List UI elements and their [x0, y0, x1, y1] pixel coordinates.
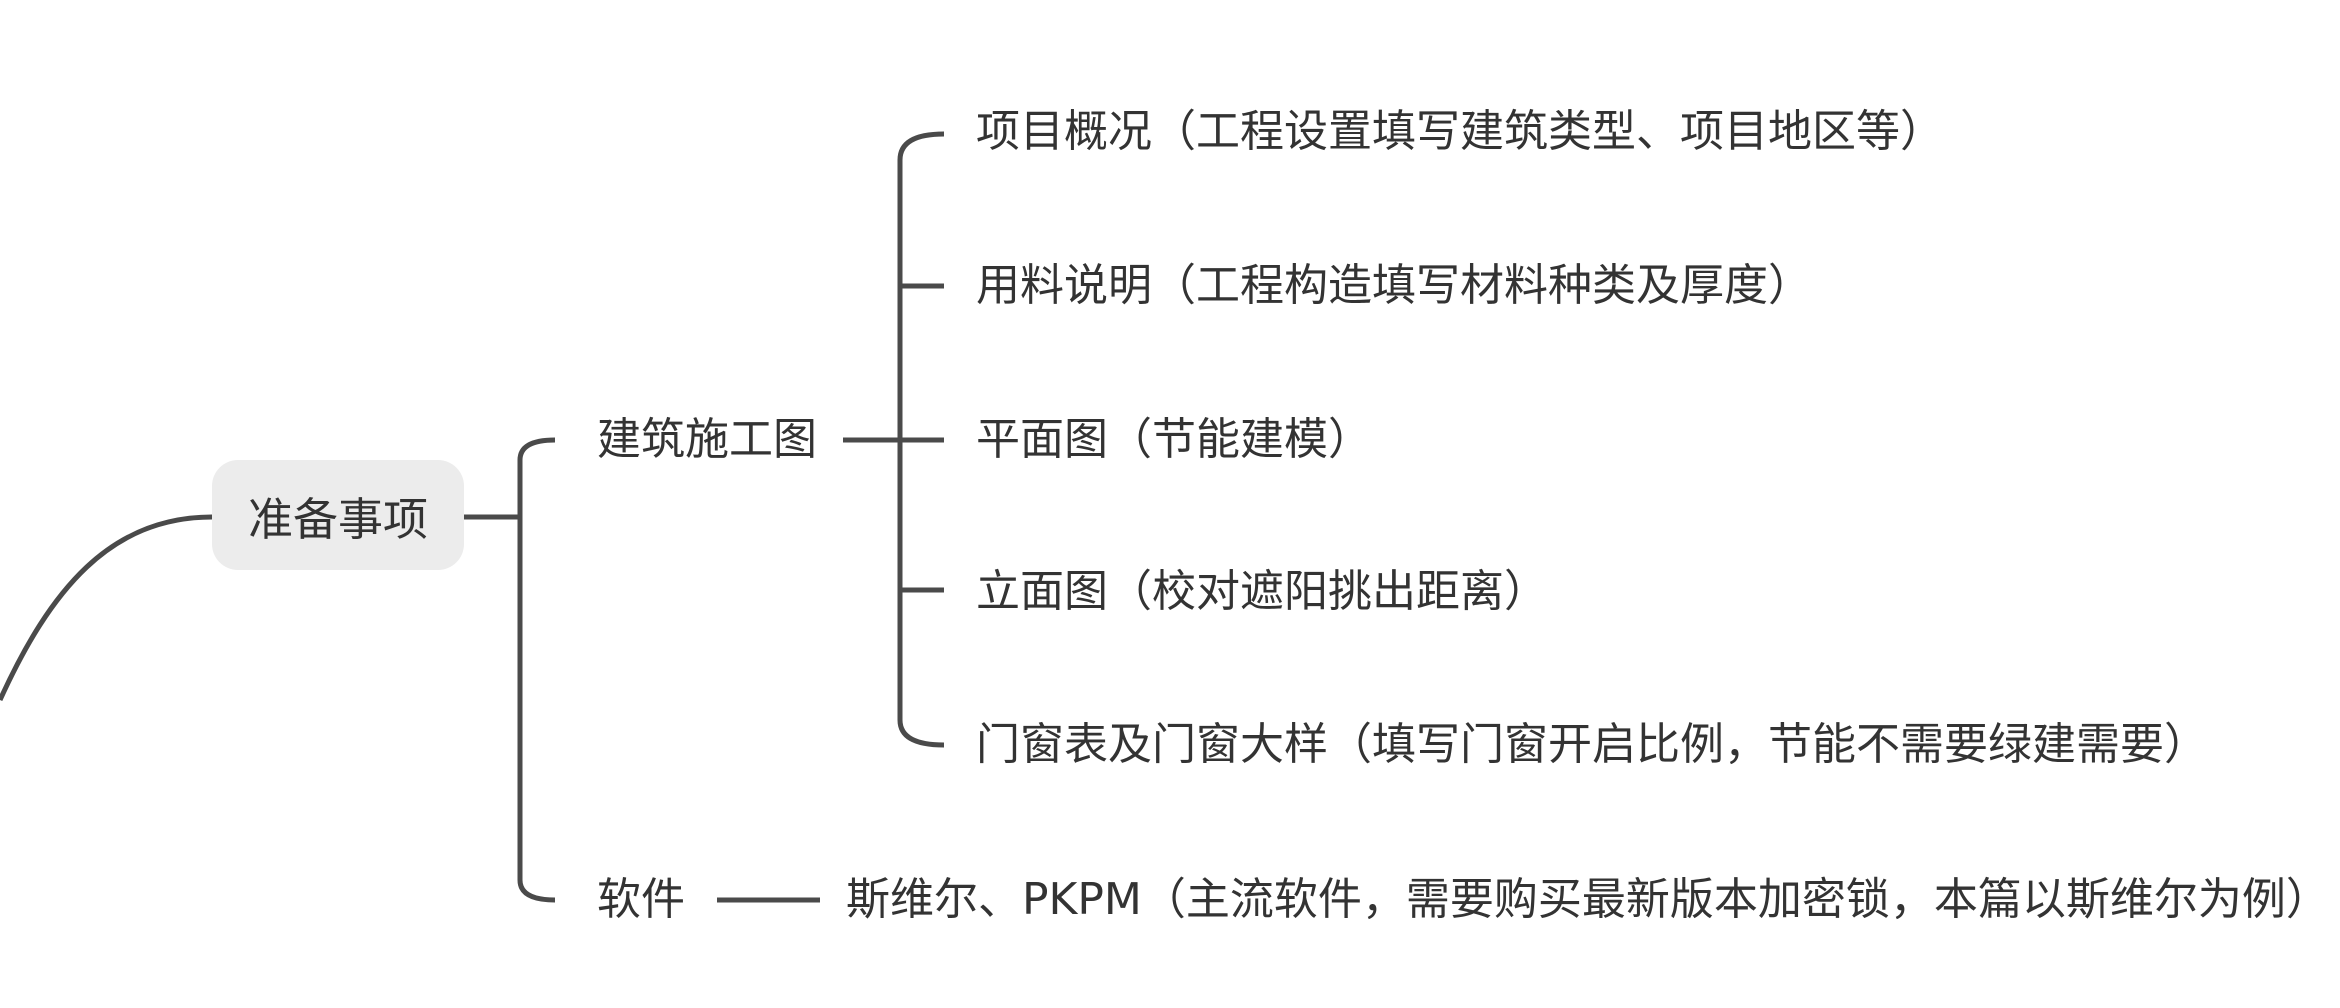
parent-to-root-connector [0, 514, 213, 702]
leaf-node-materials-description[interactable]: 用料说明（工程构造填写材料种类及厚度） [976, 256, 1812, 316]
branches-bracket [517, 437, 556, 903]
leaf-node-elevation[interactable]: 立面图（校对遮阳挑出距离） [976, 562, 1548, 622]
leaf-node-project-overview[interactable]: 项目概况（工程设置填写建筑类型、项目地区等） [976, 102, 1944, 162]
branch-node-construction-drawings[interactable]: 建筑施工图 [597, 410, 817, 470]
root-node[interactable]: 准备事项 [212, 460, 464, 570]
leaf-node-label: 立面图（校对遮阳挑出距离） [976, 566, 1548, 617]
root-node-label: 准备事项 [247, 492, 428, 546]
leaf-node-software-options[interactable]: 斯维尔、PKPM（主流软件，需要购买最新版本加密锁，本篇以斯维尔为例） [846, 870, 2330, 930]
leaf-node-door-window-schedule[interactable]: 门窗表及门窗大样（填写门窗开启比例，节能不需要绿建需要） [976, 715, 2208, 775]
branch-node-software[interactable]: 软件 [597, 870, 685, 930]
leaf-node-label: 用料说明（工程构造填写材料种类及厚度） [976, 260, 1812, 311]
leaf-node-label: 平面图（节能建模） [976, 414, 1372, 465]
leaf-node-label: 项目概况（工程设置填写建筑类型、项目地区等） [976, 106, 1944, 157]
branch-node-label: 建筑施工图 [597, 414, 817, 465]
branch-node-label: 软件 [597, 874, 685, 925]
leaf-node-floor-plan[interactable]: 平面图（节能建模） [976, 410, 1372, 470]
leaf-node-label: 斯维尔、PKPM（主流软件，需要购买最新版本加密锁，本篇以斯维尔为例） [846, 874, 2330, 925]
leaf-node-label: 门窗表及门窗大样（填写门窗开启比例，节能不需要绿建需要） [976, 719, 2208, 770]
